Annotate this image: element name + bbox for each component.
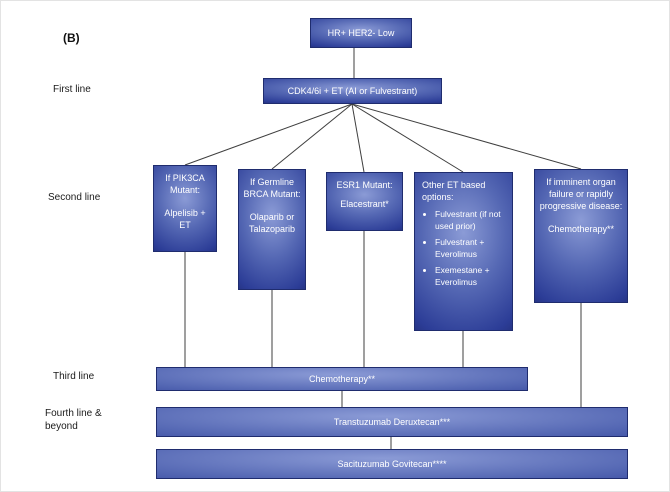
node-body: Alpelisib + ET	[164, 208, 206, 231]
row-label-third-line: Third line	[53, 371, 95, 382]
node-first-line: CDK4/6i + ET (AI or Fulvestrant)	[263, 78, 442, 104]
node-bullet-list: Fulvestrant (if not used prior) Fulvestr…	[422, 209, 507, 293]
node-body: Chemotherapy**	[547, 224, 615, 235]
bar-sacituzumab-govitecan: Sacituzumab Govitecan****	[156, 449, 628, 479]
node-body: Olaparib or Talazoparib	[248, 212, 296, 235]
bar-label: Sacituzumab Govitecan****	[337, 459, 447, 469]
bar-label: Transtuzumab Deruxtecan***	[333, 417, 451, 427]
bullet-item: Exemestane + Everolimus	[435, 265, 507, 288]
row-label-second-line: Second line	[48, 192, 101, 203]
row-label-first-line: First line	[53, 84, 91, 95]
node-title: ESR1 Mutant:	[336, 180, 393, 190]
bullet-item: Fulvestrant + Everolimus	[435, 237, 507, 260]
row-label-fourth-line: Fourth line & beyond	[45, 408, 102, 432]
node-root-label: HR+ HER2- Low	[327, 27, 395, 38]
figure-label: (B)	[63, 31, 80, 45]
node-title: Other ET based options:	[422, 180, 486, 203]
node-esr1-mutant: ESR1 Mutant: Elacestrant*	[326, 172, 403, 231]
node-body: Elacestrant*	[340, 199, 389, 210]
bar-third-line-chemotherapy: Chemotherapy**	[156, 367, 528, 391]
bar-label: Chemotherapy**	[308, 374, 376, 384]
node-other-et-options: Other ET based options: Fulvestrant (if …	[414, 172, 513, 331]
node-germline-brca: If Germline BRCA Mutant: Olaparib or Tal…	[238, 169, 306, 290]
bar-transtuzumab-deruxtecan: Transtuzumab Deruxtecan***	[156, 407, 628, 437]
node-root: HR+ HER2- Low	[310, 18, 412, 48]
bullet-item: Fulvestrant (if not used prior)	[435, 209, 507, 232]
node-title: If imminent organ failure or rapidly pro…	[539, 177, 623, 212]
node-title: If Germline BRCA Mutant:	[243, 177, 301, 200]
node-first-line-label: CDK4/6i + ET (AI or Fulvestrant)	[287, 85, 418, 96]
node-title: If PIK3CA Mutant:	[165, 173, 205, 196]
node-pik3ca-mutant: If PIK3CA Mutant: Alpelisib + ET	[153, 165, 217, 252]
node-organ-failure: If imminent organ failure or rapidly pro…	[534, 169, 628, 303]
